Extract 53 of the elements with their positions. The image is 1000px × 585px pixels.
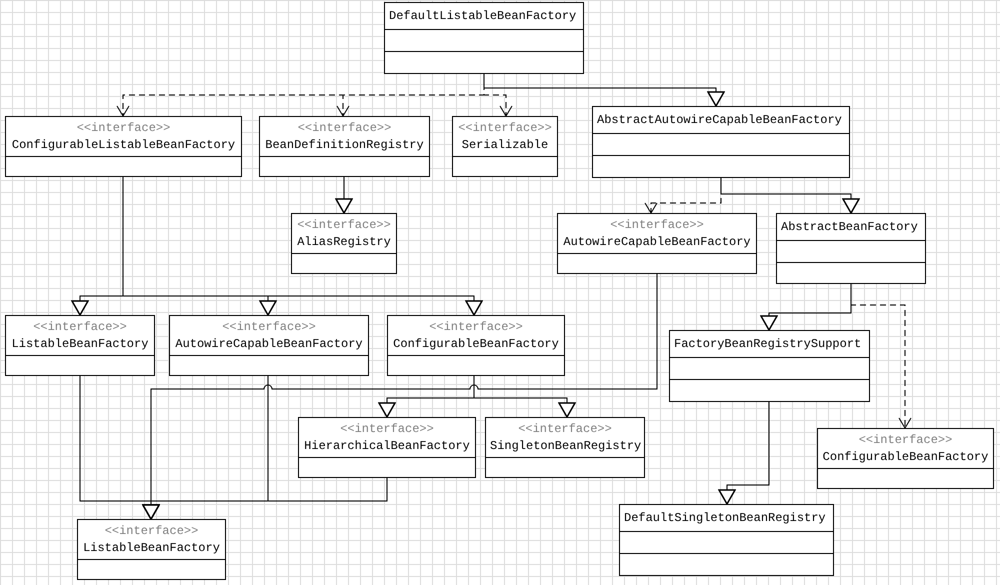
stereotype-label: <<interface>> [428, 318, 524, 334]
class-name: BeanDefinitionRegistry [264, 136, 425, 154]
interface-box [5, 116, 242, 177]
class-name: HierarchicalBeanFactory [303, 438, 471, 454]
class-box [669, 330, 870, 402]
stereotype-label: <<interface>> [339, 420, 435, 436]
interface-box [291, 213, 397, 274]
class-name: AbstractAutowireCapableBeanFactory [597, 112, 843, 129]
class-name: ConfigurableBeanFactory [822, 448, 989, 466]
interface-box [817, 428, 994, 489]
class-box [776, 213, 926, 284]
interface-box [169, 315, 369, 376]
class-name: DefaultListableBeanFactory [389, 8, 578, 25]
class-box [384, 2, 584, 74]
class-box [592, 106, 850, 178]
class-box [619, 504, 834, 576]
interface-box [77, 519, 226, 580]
class-name: FactoryBeanRegistrySupport [674, 336, 862, 353]
class-name: ConfigurableBeanFactory [392, 336, 560, 352]
class-name: ListableBeanFactory [82, 540, 221, 556]
realization-arrow [850, 284, 912, 428]
stereotype-label: <<interface>> [858, 432, 954, 448]
interface-box [298, 417, 476, 478]
interface-box [557, 213, 757, 274]
generalization-arrow [335, 176, 353, 214]
class-name: Serializable [460, 136, 550, 154]
generalization-arrow [142, 478, 388, 520]
interface-box [387, 315, 565, 376]
class-name: AutowireCapableBeanFactory [174, 336, 364, 352]
class-name: SingletonBeanRegistry [490, 438, 640, 454]
class-name: AutowireCapableBeanFactory [562, 234, 752, 250]
generalization-arrow [720, 178, 860, 214]
class-name: ConfigurableListableBeanFactory [10, 136, 236, 154]
stereotype-label: <<interface>> [221, 318, 317, 334]
interface-box [5, 315, 155, 376]
stereotype-label: <<interface>> [32, 318, 128, 334]
stereotype-label: <<interface>> [457, 120, 553, 136]
stereotype-label: <<interface>> [609, 216, 705, 232]
generalization-arrow [718, 402, 770, 505]
stereotype-label: <<interface>> [296, 216, 392, 232]
generalization-arrow [474, 376, 576, 418]
stereotype-label: <<interface>> [517, 420, 613, 436]
interface-box [452, 116, 558, 177]
class-name: ListableBeanFactory [10, 336, 150, 352]
stereotype-label: <<interface>> [296, 120, 392, 136]
interface-box [259, 116, 430, 177]
interface-box [485, 417, 645, 478]
stereotype-label: <<interface>> [76, 120, 172, 136]
class-name: AbstractBeanFactory [781, 219, 919, 236]
class-name: DefaultSingletonBeanRegistry [624, 510, 827, 527]
generalization-arrow [484, 74, 725, 107]
stereotype-label: <<interface>> [104, 522, 200, 538]
class-name: AliasRegistry [296, 234, 392, 250]
